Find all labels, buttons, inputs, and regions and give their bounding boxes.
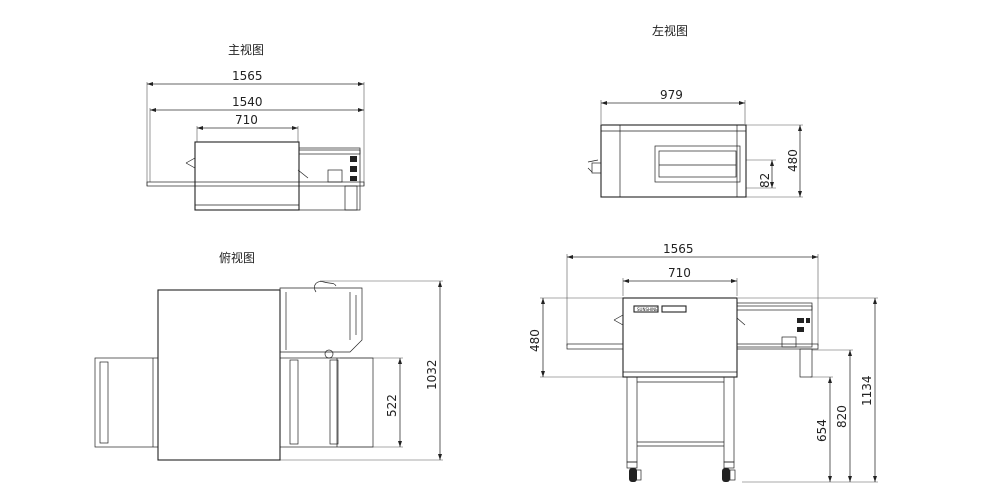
front-view: 主视图 1565 1540 710	[146, 42, 365, 211]
stand-view: 1565 710 480 654	[528, 242, 878, 483]
front-dim-overall: 1565	[146, 69, 365, 186]
left-dim-height: 480	[746, 124, 803, 198]
left-dim-depth: 979	[600, 88, 746, 124]
left-oven-body	[587, 124, 747, 198]
front-oven-body	[146, 141, 365, 211]
left-dim-depth-label: 979	[660, 88, 683, 102]
front-dim-overall-label: 1565	[232, 69, 263, 83]
stand-dim-total: 1134	[738, 297, 878, 483]
left-dim-opening-label: 82	[758, 173, 772, 188]
left-view-title: 左视图	[652, 23, 688, 38]
front-dim-belt-label: 1540	[232, 95, 263, 109]
stand-dim-top: 820	[812, 349, 853, 482]
top-dim-depth: 1032	[280, 280, 443, 461]
left-view: 左视图 979 480 82	[587, 23, 803, 198]
top-dim-belt: 522	[340, 357, 403, 448]
top-dim-depth-label: 1032	[425, 359, 439, 390]
stand-dim-overall-label: 1565	[663, 242, 694, 256]
stand-oven-body: SUNSHINE	[566, 297, 819, 482]
stand-dim-belt-label: 654	[815, 419, 829, 442]
stand-dim-chamber: 710	[622, 266, 738, 296]
front-dim-chamber-label: 710	[235, 113, 258, 127]
top-view: 俯视图 1032 522	[94, 250, 443, 461]
stand-dim-oven-label: 480	[528, 329, 542, 352]
nameplate-text: SUNSHINE	[637, 307, 658, 312]
front-dim-belt: 1540	[149, 95, 364, 182]
left-dim-height-label: 480	[786, 149, 800, 172]
top-view-title: 俯视图	[219, 250, 255, 265]
top-dim-belt-label: 522	[385, 394, 399, 417]
front-dim-chamber: 710	[196, 113, 299, 142]
stand-dim-overall: 1565	[566, 242, 819, 346]
top-oven-body	[94, 281, 374, 461]
front-view-title: 主视图	[228, 42, 264, 57]
stand-dim-total-label: 1134	[860, 375, 874, 406]
stand-dim-belt: 654	[810, 376, 833, 482]
stand-dim-chamber-label: 710	[668, 266, 691, 280]
stand-dim-top-label: 820	[835, 405, 849, 428]
stand-dim-oven: 480	[528, 297, 624, 378]
